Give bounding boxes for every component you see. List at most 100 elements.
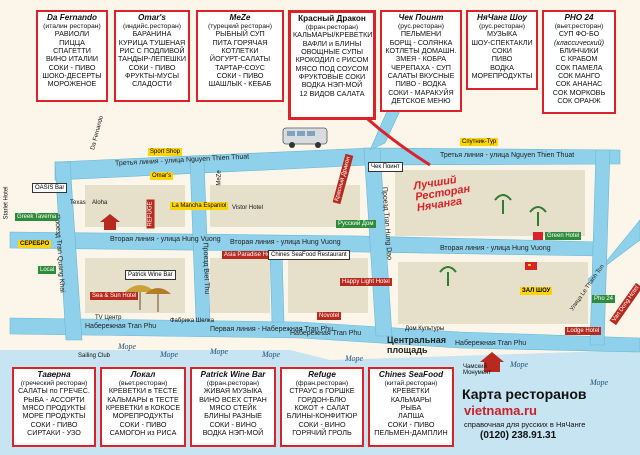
street-embankment-left: Набережная Tran Phu bbox=[85, 323, 157, 330]
block-a bbox=[85, 185, 185, 227]
menu-item: ПИВО - ВОДКА bbox=[395, 79, 447, 89]
menu-item: ВИНО ВСЕХ СТРАН bbox=[199, 394, 267, 404]
place-tv-center[interactable]: TV Центр bbox=[95, 315, 122, 321]
box-title: Patrick Wine Bar bbox=[200, 370, 266, 379]
box-title: Refuge bbox=[308, 370, 336, 379]
menu-item: БОРЩ - СОЛЯНКА bbox=[389, 37, 453, 47]
sea-label: Море bbox=[345, 354, 364, 363]
box-patrick[interactable]: Patrick Wine Bar (фран.ресторан) ЖИВАЯ М… bbox=[190, 367, 276, 447]
menu-item: МЯСО ПОД СОУСОМ bbox=[295, 63, 369, 73]
box-type: (вьет.ресторан) bbox=[554, 22, 604, 30]
box-omars[interactable]: Omar's (индийс.ресторан) БАРАНИНА КУРИЦА… bbox=[114, 10, 190, 102]
place-meze[interactable]: MeZe bbox=[216, 170, 223, 186]
menu-item: ШОУ-СПЕКТАКЛИ bbox=[471, 37, 533, 47]
street-embankment-right: Набережная Tran Phu bbox=[455, 340, 527, 347]
menu-item: ГОРЯЧИЙ ГРОЛЬ bbox=[292, 428, 352, 438]
box-title: Таверна bbox=[37, 370, 71, 379]
place-sea-sun[interactable]: Sea & Sun Hotel bbox=[90, 292, 139, 300]
menu-item: КОКОТ + САЛАТ bbox=[294, 403, 350, 413]
place-oasis[interactable]: OASIS Bar bbox=[32, 183, 68, 193]
place-local[interactable]: Local bbox=[38, 266, 57, 274]
menu-item: СОКИ - ПИВО bbox=[30, 419, 78, 429]
phone-number[interactable]: (0120) 238.91.31 bbox=[480, 430, 557, 441]
box-krasny-dragon[interactable]: Красный Дракон (фран.ресторан) КАЛЬМАРЫ/… bbox=[288, 10, 376, 120]
menu-item: МУЗЫКА bbox=[486, 29, 518, 39]
menu-item: ЗМЕЯ - КОБРА bbox=[395, 54, 447, 64]
place-patrick[interactable]: Patrick Wine Bar bbox=[125, 270, 176, 280]
sea-label: Море bbox=[210, 347, 229, 356]
place-refuge[interactable]: REFUGE bbox=[146, 199, 155, 229]
menu-item: СЛАДОСТИ bbox=[132, 79, 172, 89]
place-aloha[interactable]: Aloha bbox=[92, 200, 108, 206]
box-da-fernando[interactable]: Da Fernando (италин ресторан) РАВИОЛИ ПИ… bbox=[36, 10, 108, 102]
city-blocks bbox=[85, 170, 588, 324]
place-vistor[interactable]: Vistor Hotel bbox=[232, 205, 263, 211]
place-serebro[interactable]: СЕРЕБРО bbox=[18, 240, 52, 248]
menu-item: ВОДКА bbox=[490, 62, 514, 72]
place-novotel[interactable]: Novotel bbox=[317, 312, 342, 320]
place-omars[interactable]: Omar's bbox=[150, 172, 174, 180]
box-chek-point[interactable]: Чек Поинт (рус.ресторан) ПЕЛЬМЕНИ БОРЩ -… bbox=[380, 10, 462, 112]
menu-item: ФРУКТЫ-МУСЫ bbox=[124, 71, 180, 81]
place-dom-kultury[interactable]: Дом Культуры bbox=[405, 326, 445, 332]
menu-item: САЛАТЫ по ГРЕЧЕС. bbox=[18, 386, 90, 396]
menu-item: ОВОЩНЫЕ СУПЫ bbox=[301, 47, 363, 57]
box-taverna[interactable]: Таверна (греческий ресторан) САЛАТЫ по Г… bbox=[12, 367, 96, 447]
place-zal-shou[interactable]: ЗАЛ ШОУ bbox=[520, 287, 553, 295]
website-link[interactable]: vietnama.ru bbox=[464, 403, 537, 418]
box-nyachang-show[interactable]: НяЧанг Шоу (рус.ресторан) МУЗЫКА ШОУ-СПЕ… bbox=[466, 10, 538, 90]
place-happy-light[interactable]: Happy Light Hotel bbox=[340, 278, 392, 286]
place-greek-taverna[interactable]: Greek Taverna bbox=[15, 213, 59, 221]
place-lodge[interactable]: Lodge Hotel bbox=[565, 327, 602, 335]
monument-label: Чамский Монумент bbox=[463, 364, 492, 376]
menu-item: САЛАТЫ ВКУСНЫЕ bbox=[387, 71, 455, 81]
road-tran-quang-khai bbox=[54, 161, 83, 341]
place-sailing-club[interactable]: Sailing Club bbox=[78, 353, 111, 359]
box-type: (турецкий ресторан) bbox=[207, 22, 273, 30]
box-meze[interactable]: MeZe (турецкий ресторан) РЫБНЫЙ СУП ПИТА… bbox=[196, 10, 284, 102]
menu-item: КУРИЦА ТУШЕНАЯ bbox=[118, 37, 186, 47]
box-type: (фран.ресторан) bbox=[206, 379, 260, 387]
pagoda-icon bbox=[100, 214, 504, 372]
box-type: (рус.ресторан) bbox=[479, 22, 525, 30]
menu-item: ЛАПША bbox=[398, 411, 424, 421]
block-e bbox=[210, 258, 270, 313]
street-second-line: Вторая линия - улица Hung Vuong bbox=[110, 236, 221, 243]
menu-item: КРЕВЕТКИ в ТЕСТЕ bbox=[108, 386, 178, 396]
place-starlet[interactable]: Starlet Hotel bbox=[3, 186, 10, 220]
box-type: (фран.ресторан) bbox=[305, 23, 359, 31]
place-fabrika[interactable]: Фабрика Шелка bbox=[170, 318, 215, 324]
box-type: (китай.ресторан) bbox=[384, 379, 438, 387]
box-pho24[interactable]: PHO 24 (вьет.ресторан) СУП ФО-БО (класси… bbox=[542, 10, 616, 114]
menu-item: КАЛЬМАРЫ bbox=[390, 394, 432, 404]
box-refuge[interactable]: Refuge (фран.ресторан) СТРАУС в ГОРШКЕ Г… bbox=[280, 367, 364, 447]
menu-item: ФРУКТОВЫЕ СОКИ bbox=[298, 72, 366, 82]
place-green-hotel[interactable]: Green Hotel bbox=[545, 232, 582, 240]
box-type: (индийс.ресторан) bbox=[122, 22, 181, 30]
place-chek-point[interactable]: Чек Поинт bbox=[368, 162, 403, 172]
menu-item: КОТЛЕТЫ ДОМАШН. bbox=[385, 46, 457, 56]
box-local[interactable]: Локал (вьет.ресторан) КРЕВЕТКИ в ТЕСТЕ К… bbox=[100, 367, 186, 447]
place-pho24[interactable]: Pho 24 bbox=[592, 295, 616, 303]
map-title: Карта ресторанов bbox=[462, 386, 587, 402]
menu-item: ПИТА ГОРЯЧАЯ bbox=[212, 37, 268, 47]
menu-item: ЖИВАЯ МУЗЫКА bbox=[203, 386, 263, 396]
place-sputnik[interactable]: Спутник-Тур bbox=[460, 138, 499, 146]
box-chines-seafood[interactable]: Chines SeaFood (китай.ресторан) КРЕВЕТКИ… bbox=[368, 367, 454, 447]
subtitle: справочная для русских в НяЧанге bbox=[464, 420, 586, 429]
street-second-line-right: Вторая линия - улица Hung Vuong bbox=[440, 245, 551, 252]
place-texas[interactable]: Texas bbox=[70, 200, 86, 206]
menu-item: КОТЛЕТКИ bbox=[221, 46, 259, 56]
menu-item: 12 ВИДОВ САЛАТА bbox=[299, 88, 365, 98]
menu-item: СОКИ bbox=[492, 46, 512, 56]
menu-item: СОКИ - ВИНО bbox=[298, 419, 346, 429]
box-title: Красный Дракон bbox=[298, 14, 366, 23]
box-title: Omar's bbox=[138, 13, 166, 22]
place-sport-shop[interactable]: Sport Shop bbox=[148, 148, 183, 156]
place-russky-dom[interactable]: Русский Дом bbox=[336, 220, 376, 228]
place-la-mancha[interactable]: La Mancha Espaniol bbox=[170, 202, 229, 210]
menu-item: МЯСО ПРОДУКТЫ bbox=[22, 403, 86, 413]
place-asia-paradise[interactable]: Asia Paradise Hotel bbox=[222, 251, 279, 259]
place-chines-seafood[interactable]: Chines SeaFood Restaurant bbox=[268, 250, 350, 260]
